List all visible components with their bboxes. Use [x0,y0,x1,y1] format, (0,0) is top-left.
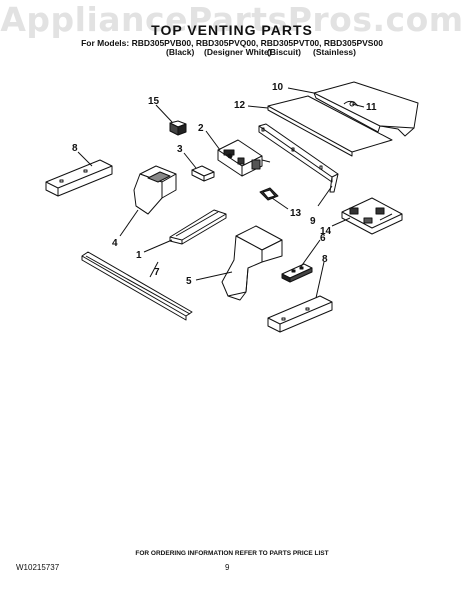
callout-13: 13 [290,208,302,219]
callout-14: 14 [320,226,332,237]
callout-15: 15 [148,96,160,107]
leader-lines [77,87,365,299]
variant-label: (Designer White) [204,47,272,57]
callout-3: 3 [177,144,183,155]
document-id: W10215737 [16,563,60,572]
callout-7: 7 [154,267,160,278]
part-side-bracket-right [267,295,333,333]
part-cover-strip [169,209,227,245]
callout-2: 2 [198,123,204,134]
callout-10: 10 [272,82,284,93]
watermark: AppliancePartsPros.com [0,0,464,39]
callout-11: 11 [366,102,377,113]
part-duct-housing [221,225,283,301]
part-blower-motor [217,139,271,177]
variant-label: (Black) [166,47,195,57]
callout-12: 12 [234,100,246,111]
ordering-note: FOR ORDERING INFORMATION REFER TO PARTS … [135,550,329,557]
part-vent-duct [133,165,177,215]
callout-9: 9 [310,216,316,227]
callout-5: 5 [186,276,192,287]
part-gasket [259,187,279,201]
part-long-rail [81,251,193,321]
page-title: TOP VENTING PARTS [151,22,313,38]
part-thermostat-switch [169,120,187,136]
part-connector-block [191,165,215,182]
model-list: For Models: RBD305PVB00, RBD305PVQ00, RB… [81,38,383,48]
part-support-bracket [258,123,339,193]
callout-labels: 10 11 12 15 2 3 8 13 9 14 4 1 6 5 7 8 [72,82,377,287]
variant-label: (Biscuit) [267,47,301,57]
callout-8: 8 [322,254,328,265]
callout-4: 4 [112,238,118,249]
part-side-bracket-left [45,159,113,197]
part-terminal-block [281,263,313,283]
callout-8: 8 [72,143,78,154]
part-top-vent-cover [313,81,419,137]
variant-label: (Stainless) [313,47,356,57]
callout-6: 6 [320,233,326,244]
page-number: 9 [225,563,230,572]
callout-1: 1 [136,250,142,261]
model-variants: (Black) (Designer White) (Biscuit) (Stai… [0,47,464,59]
part-vent-housing [341,197,403,235]
